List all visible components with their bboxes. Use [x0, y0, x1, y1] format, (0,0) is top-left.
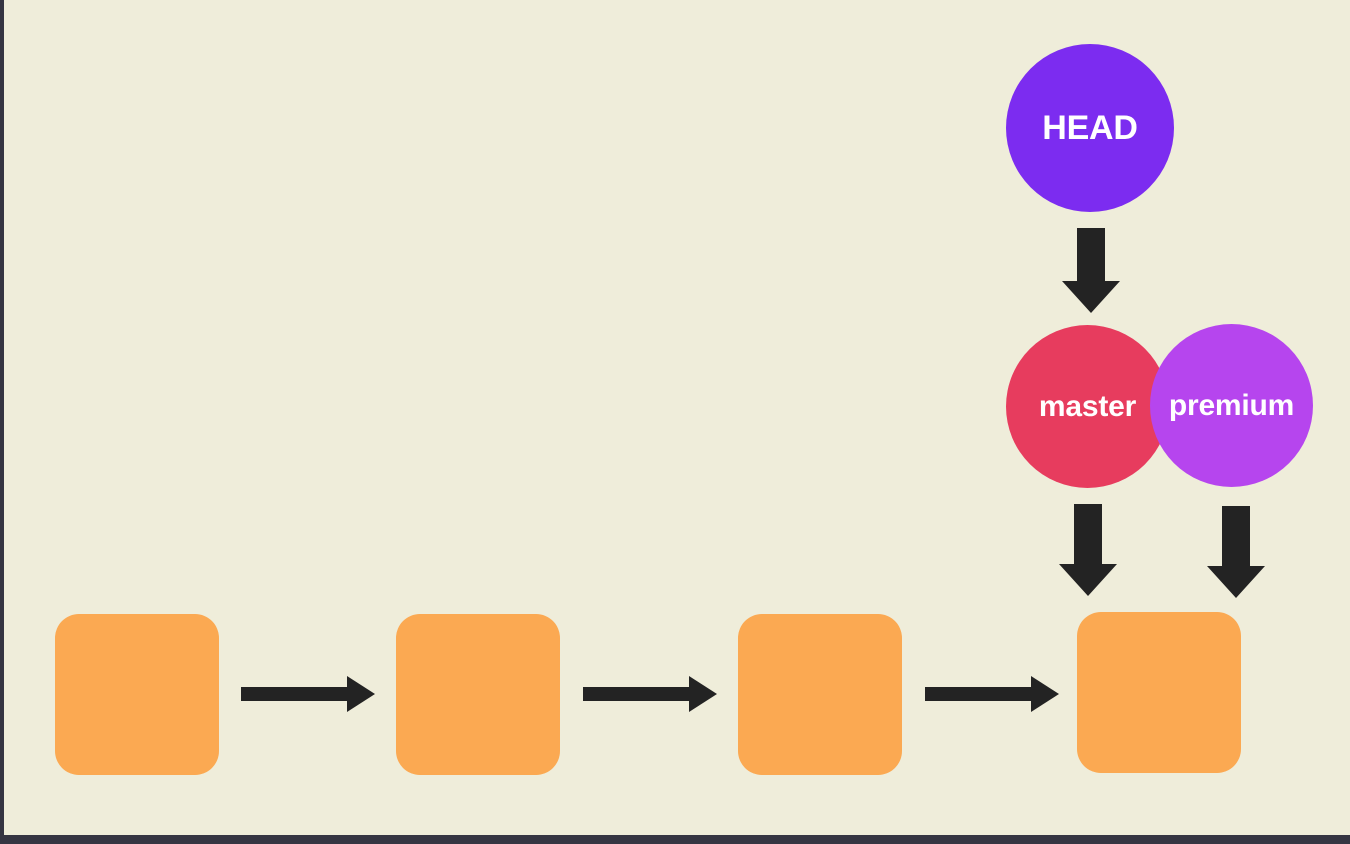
- commit-box-3[interactable]: [738, 614, 902, 775]
- arrow-shaft: [925, 687, 1035, 701]
- arrow-right-commit-3-to-4: [925, 676, 1059, 712]
- commit-box-2[interactable]: [396, 614, 560, 775]
- arrow-shaft: [583, 687, 693, 701]
- window-edge-bottom: [0, 835, 1350, 844]
- arrow-head-triangle: [1031, 676, 1059, 712]
- arrow-down-master-to-commit-4: [1059, 504, 1117, 598]
- arrow-shaft: [1222, 506, 1250, 568]
- commit-box-1[interactable]: [55, 614, 219, 775]
- commit-box-4[interactable]: [1077, 612, 1241, 773]
- arrow-shaft: [241, 687, 351, 701]
- ref-node-master-label: master: [1038, 389, 1137, 423]
- window-edge-left: [0, 0, 4, 844]
- arrow-head-triangle: [1059, 564, 1117, 596]
- arrow-head-triangle: [1207, 566, 1265, 598]
- ref-node-head[interactable]: HEAD: [1006, 44, 1174, 212]
- arrow-head-triangle: [1062, 281, 1120, 313]
- arrow-right-commit-2-to-3: [583, 676, 717, 712]
- arrow-shaft: [1077, 228, 1105, 284]
- arrow-head-triangle: [689, 676, 717, 712]
- arrow-down-premium-to-commit-4: [1207, 506, 1265, 600]
- arrow-head-triangle: [347, 676, 375, 712]
- ref-node-head-label: HEAD: [1042, 108, 1138, 147]
- arrow-right-commit-1-to-2: [241, 676, 375, 712]
- ref-node-premium-label: premium: [1168, 388, 1295, 422]
- ref-node-master[interactable]: master: [1006, 325, 1169, 488]
- arrow-down-head-to-master: [1062, 228, 1120, 313]
- ref-node-premium[interactable]: premium: [1150, 324, 1313, 487]
- arrow-shaft: [1074, 504, 1102, 566]
